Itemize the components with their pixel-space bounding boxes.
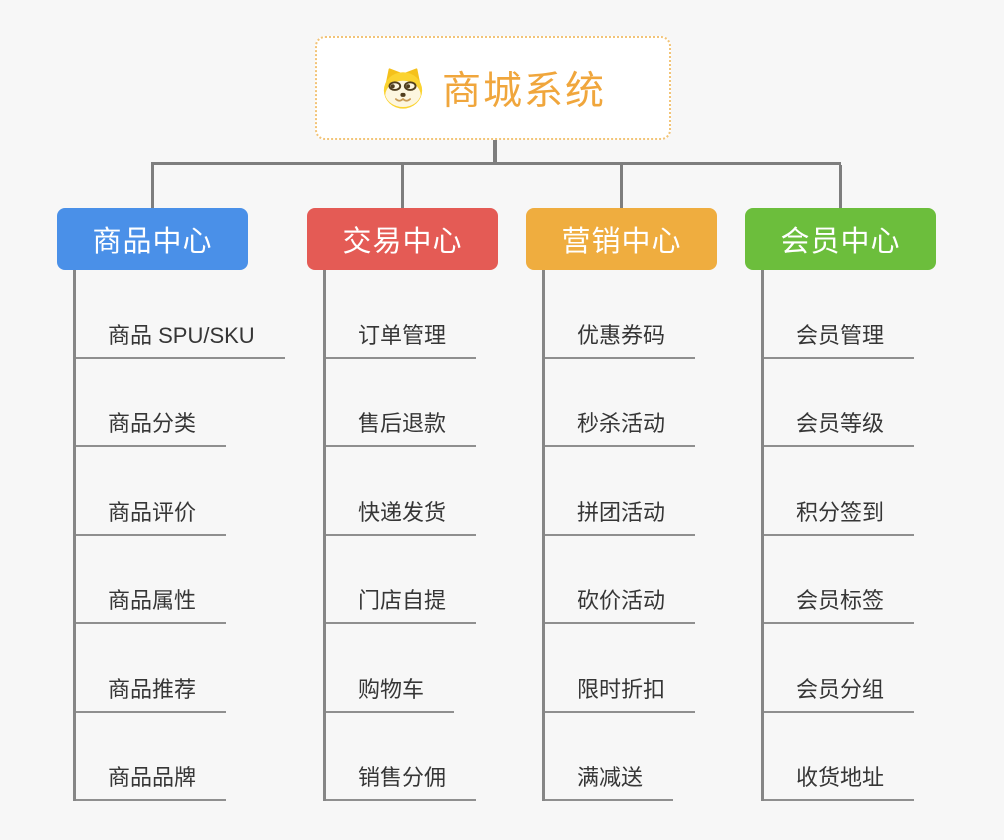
- leaf-node[interactable]: 商品推荐: [76, 672, 227, 713]
- branch-column-products: 商品中心 商品 SPU/SKU 商品分类 商品评价 商品属性 商品推荐 商品品牌: [57, 208, 302, 801]
- leaf-node[interactable]: 商品 SPU/SKU: [76, 318, 285, 359]
- branch-node-marketing[interactable]: 营销中心: [526, 208, 717, 270]
- children-group-trade: 订单管理 售后退款 快递发货 门店自提 购物车 销售分佣: [323, 270, 552, 801]
- children-group-member: 会员管理 会员等级 积分签到 会员标签 会员分组 收货地址: [761, 270, 990, 801]
- leaf-node[interactable]: 售后退款: [326, 406, 477, 447]
- doge-icon: [383, 67, 423, 109]
- leaf-node[interactable]: 收货地址: [764, 760, 915, 801]
- leaf-node[interactable]: 商品属性: [76, 583, 227, 624]
- leaf-node[interactable]: 砍价活动: [545, 583, 696, 624]
- leaf-node[interactable]: 限时折扣: [545, 672, 696, 713]
- root-title: 商城系统: [441, 70, 606, 113]
- connector-stub-marketing: [620, 165, 623, 209]
- root-node[interactable]: 商城系统: [315, 36, 671, 140]
- connector-stub-products: [151, 165, 154, 209]
- connector-root-stub: [493, 140, 497, 165]
- leaf-node[interactable]: 商品分类: [76, 406, 227, 447]
- branch-node-trade[interactable]: 交易中心: [307, 208, 498, 270]
- leaf-node[interactable]: 会员分组: [764, 672, 915, 713]
- connector-stub-trade: [401, 165, 404, 209]
- connector-stub-member: [839, 165, 842, 209]
- leaf-node[interactable]: 优惠券码: [545, 318, 696, 359]
- children-group-products: 商品 SPU/SKU 商品分类 商品评价 商品属性 商品推荐 商品品牌: [73, 270, 302, 801]
- branch-node-products[interactable]: 商品中心: [57, 208, 248, 270]
- leaf-node[interactable]: 商品品牌: [76, 760, 227, 801]
- leaf-node[interactable]: 快递发货: [326, 495, 477, 536]
- leaf-node[interactable]: 会员标签: [764, 583, 915, 624]
- branch-column-trade: 交易中心 订单管理 售后退款 快递发货 门店自提 购物车 销售分佣: [307, 208, 552, 801]
- leaf-node[interactable]: 购物车: [326, 672, 455, 713]
- connector-trunk: [151, 162, 841, 165]
- leaf-node[interactable]: 拼团活动: [545, 495, 696, 536]
- leaf-node[interactable]: 会员等级: [764, 406, 915, 447]
- leaf-node[interactable]: 门店自提: [326, 583, 477, 624]
- children-group-marketing: 优惠券码 秒杀活动 拼团活动 砍价活动 限时折扣 满减送: [542, 270, 771, 801]
- leaf-node[interactable]: 会员管理: [764, 318, 915, 359]
- branch-column-marketing: 营销中心 优惠券码 秒杀活动 拼团活动 砍价活动 限时折扣 满减送: [526, 208, 771, 801]
- leaf-node[interactable]: 订单管理: [326, 318, 477, 359]
- leaf-node[interactable]: 满减送: [545, 760, 674, 801]
- branch-column-member: 会员中心 会员管理 会员等级 积分签到 会员标签 会员分组 收货地址: [745, 208, 990, 801]
- leaf-node[interactable]: 积分签到: [764, 495, 915, 536]
- branch-node-member[interactable]: 会员中心: [745, 208, 936, 270]
- leaf-node[interactable]: 销售分佣: [326, 760, 477, 801]
- leaf-node[interactable]: 商品评价: [76, 495, 227, 536]
- leaf-node[interactable]: 秒杀活动: [545, 406, 696, 447]
